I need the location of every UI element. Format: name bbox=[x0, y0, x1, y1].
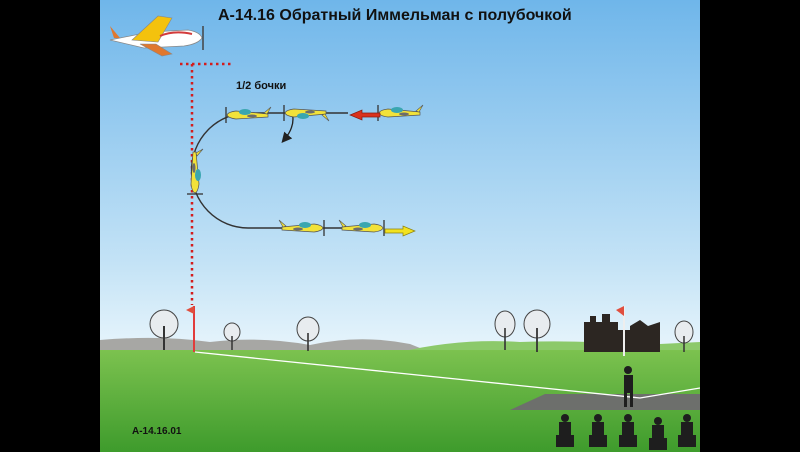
wind-flag-right bbox=[616, 306, 625, 356]
wind-flag-left bbox=[186, 306, 195, 352]
exit-direction-arrow bbox=[384, 225, 416, 237]
logo-plane-icon bbox=[109, 15, 204, 57]
spectators bbox=[556, 414, 696, 450]
hills bbox=[100, 337, 430, 352]
maneuver-scene bbox=[100, 0, 700, 452]
sky bbox=[100, 0, 700, 352]
entry-direction-arrow bbox=[349, 109, 381, 121]
trees bbox=[149, 309, 694, 352]
field-line bbox=[194, 351, 700, 399]
roll-label: 1/2 бочки bbox=[236, 80, 287, 92]
slide-code: А-14.16.01 bbox=[132, 426, 182, 437]
pilot bbox=[624, 366, 633, 407]
slide: А-14.16 Обратный Иммельман с полубочкой … bbox=[100, 0, 700, 452]
slide-title: А-14.16 Обратный Иммельман с полубочкой bbox=[218, 7, 572, 24]
runway bbox=[510, 394, 700, 410]
castle-ruins bbox=[584, 314, 660, 352]
